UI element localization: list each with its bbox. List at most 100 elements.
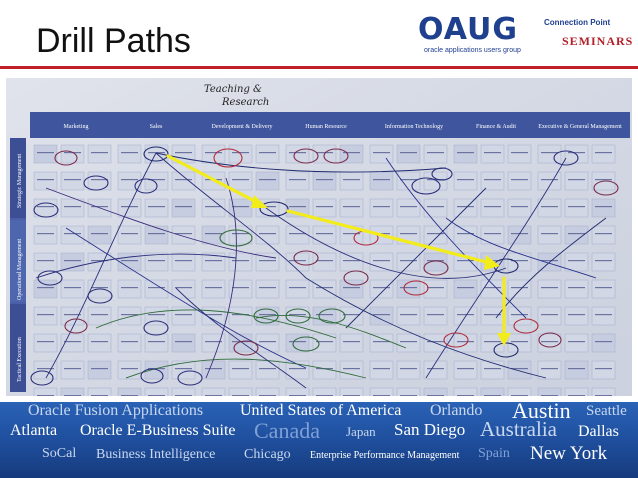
board-cell-text-mark [148,233,165,235]
board-cell [591,279,616,299]
board-cell-text-mark [511,260,528,262]
board-cell-text-mark [457,368,474,370]
board-cell [285,360,310,380]
board-cell-text-mark [343,179,360,181]
board-cell [33,306,58,326]
board-cell-text-mark [64,287,81,289]
oaug-tagline: oracle applications users group [424,47,521,54]
board-cell [255,360,280,380]
board-cell [423,279,448,299]
board-cell-text-mark [400,152,417,154]
board-cell [591,333,616,353]
board-cell-text-mark [595,233,612,235]
board-cell-text-mark [511,287,528,289]
board-cell-text-mark [259,260,276,262]
board-cell [144,171,169,191]
board-cell [564,387,589,396]
board-cell [480,306,505,326]
board-cell [144,252,169,272]
board-cell [285,225,310,245]
banner-word-san-diego: San Diego [394,420,466,439]
board-cell [60,306,85,326]
board-cell [339,306,364,326]
board-cell-text-mark [595,206,612,208]
board-cell [312,306,337,326]
board-cell [480,225,505,245]
board-cell [171,306,196,326]
board-cell-text-mark [175,395,192,396]
board-cell-text-mark [484,152,501,154]
board-cell-text-mark [457,287,474,289]
board-cell-text-mark [91,314,108,316]
board-cell-text-mark [148,206,165,208]
board-cell-text-mark [595,314,612,316]
board-cell [453,225,478,245]
board-cell-text-mark [148,395,165,396]
board-cell [117,306,142,326]
row-label-tactical: Tactical Execution [17,337,23,382]
board-cell-text-mark [259,233,276,235]
board-cell-text-mark [232,368,249,370]
board-cell-text-mark [148,341,165,343]
board-cell-text-mark [91,260,108,262]
board-cell-text-mark [232,395,249,396]
board-cell-text-mark [64,206,81,208]
board-cell-text-mark [316,206,333,208]
board-cell-text-mark [175,152,192,154]
board-cell [423,387,448,396]
board-cell-text-mark [427,152,444,154]
board-cell-text-mark [457,341,474,343]
board-cell-text-mark [175,287,192,289]
circle-annotations [30,146,619,386]
board-cell-text-mark [373,152,390,154]
board-cell-text-mark [457,206,474,208]
board-cell [453,144,478,164]
board-cell [480,144,505,164]
board-cell-text-mark [511,179,528,181]
board-cell-text-mark [259,341,276,343]
board-cell-text-mark [37,341,54,343]
board-cell [228,252,253,272]
board-cell-text-mark [289,395,306,396]
board-cell [201,279,226,299]
board-cell [171,252,196,272]
board-cell-text-mark [373,341,390,343]
board-cell-text-mark [373,260,390,262]
board-cell-text-mark [400,179,417,181]
board-cell [423,198,448,218]
board-cell-text-mark [595,152,612,154]
board-cell [396,252,421,272]
board-cell-text-mark [457,260,474,262]
board-cell-text-mark [121,395,138,396]
board-cell-text-mark [541,368,558,370]
board-cell-text-mark [427,233,444,235]
board-cell-text-mark [373,206,390,208]
board-cell-text-mark [121,179,138,181]
board-cell-text-mark [484,206,501,208]
board-cell-text-mark [289,287,306,289]
board-cell [201,198,226,218]
board-cell [228,360,253,380]
board-cell-text-mark [91,206,108,208]
board-cell-text-mark [541,287,558,289]
board-cell [144,198,169,218]
board-cell-text-mark [259,368,276,370]
board-cell-text-mark [568,152,585,154]
banner-word-australia: Australia [480,417,557,441]
board-cell-text-mark [400,287,417,289]
board-cell-text-mark [568,179,585,181]
board-cell [87,306,112,326]
board-cell-text-mark [232,179,249,181]
board-cell-text-mark [400,341,417,343]
board-cell [423,360,448,380]
board-cell [480,360,505,380]
board-cell [33,252,58,272]
board-cell [60,360,85,380]
board-cell-text-mark [232,314,249,316]
drill-paths-board-photo: Strategic Management Operational Managem… [6,78,632,396]
board-cell [228,333,253,353]
board-cell-text-mark [373,395,390,396]
board-cell-text-mark [373,368,390,370]
board-cell [480,198,505,218]
board-cell [339,360,364,380]
